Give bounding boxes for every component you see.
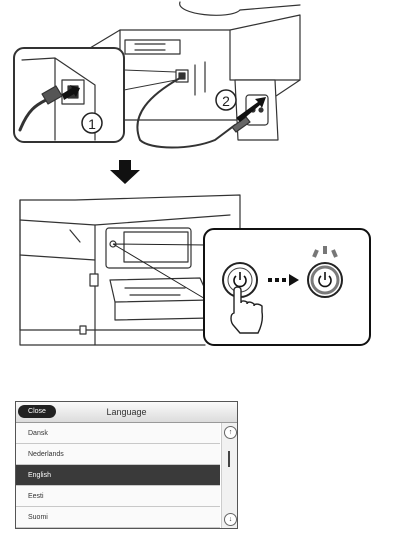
arrow-right-icon xyxy=(289,274,299,286)
scroll-down-button[interactable]: ↓ xyxy=(224,513,237,526)
page-title: Language xyxy=(106,407,147,417)
list-item-label: Eesti xyxy=(28,493,44,500)
list-item-label: Dansk xyxy=(28,430,48,437)
list-item-suomi[interactable]: Suomi xyxy=(16,507,220,528)
scroll-up-button[interactable]: ↑ xyxy=(224,426,237,439)
list-item-label: English xyxy=(28,472,51,479)
language-header: Language Close xyxy=(16,402,237,423)
language-list: Dansk Nederlands English Eesti Suomi xyxy=(16,423,220,528)
push-arrow-1-icon xyxy=(62,85,80,100)
close-button[interactable]: Close xyxy=(18,405,56,418)
list-item-english[interactable]: English xyxy=(16,465,220,486)
list-item-dansk[interactable]: Dansk xyxy=(16,423,220,444)
list-item-label: Suomi xyxy=(28,514,48,521)
step-2-callout: 2 xyxy=(222,93,230,109)
scrollbar[interactable]: ↑ ↓ xyxy=(221,423,237,528)
glow-indicator-icon xyxy=(312,246,338,258)
list-item-eesti[interactable]: Eesti xyxy=(16,486,220,507)
power-icon xyxy=(233,272,247,288)
language-screen: Language Close Dansk Nederlands English … xyxy=(15,401,238,529)
step-1-callout: 1 xyxy=(88,116,96,132)
power-cord-illustration: 1 2 xyxy=(13,1,301,149)
scroll-thumb[interactable] xyxy=(228,451,230,467)
list-item-label: Nederlands xyxy=(28,451,64,458)
list-item-nederlands[interactable]: Nederlands xyxy=(16,444,220,465)
finger-icon xyxy=(230,286,264,334)
push-arrow-2-icon xyxy=(236,97,266,122)
power-icon xyxy=(318,272,332,288)
